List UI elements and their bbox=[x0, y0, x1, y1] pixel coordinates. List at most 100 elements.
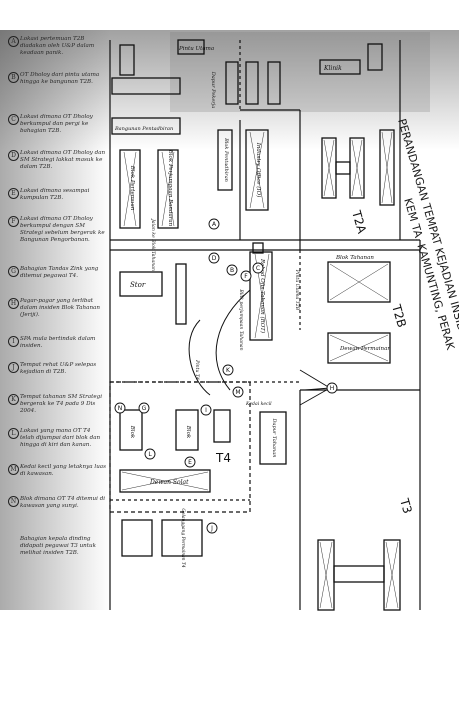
map-marker-l: L bbox=[144, 448, 156, 460]
legend-marker: K bbox=[8, 394, 19, 405]
legend-text: Tempat tahanan SM Strategi bergerak ke T… bbox=[20, 394, 103, 414]
industry-office-building bbox=[245, 129, 269, 211]
label-blok-pentadbiran: Blok Pentadbiran bbox=[223, 137, 229, 182]
legend-marker: H bbox=[8, 298, 19, 309]
legend-marker: I bbox=[8, 336, 19, 347]
building-top-right bbox=[367, 43, 383, 71]
building-top-center-a bbox=[225, 61, 239, 105]
legend-text: SPA mula bertindak dalam insiden. bbox=[20, 336, 96, 349]
legend-marker: D bbox=[8, 150, 19, 161]
legend-marker: G bbox=[8, 266, 19, 277]
map-marker-letter: F bbox=[244, 273, 248, 280]
legend-marker: L bbox=[8, 428, 19, 439]
stor-building bbox=[119, 271, 163, 297]
map-marker-circle bbox=[206, 522, 218, 534]
label-jalan: Jalan ke Blok Tahanan bbox=[150, 218, 156, 271]
blok-perjumpaan bbox=[157, 149, 179, 229]
zone-t3: T3 bbox=[397, 496, 415, 515]
legend-text: Bahagian Tandas Zink yang ditemui pegawa… bbox=[20, 266, 99, 279]
label-stor: Stor bbox=[130, 281, 146, 289]
label-pintu-utama-t2b: Pintu Utama T2B bbox=[294, 269, 300, 311]
legend-text: Kedai kecil yang letaknya luas di kawasa… bbox=[20, 464, 106, 477]
map-marker-circle bbox=[326, 382, 338, 394]
legend-text: Lokasi dimana OT Dholoy berkumpul dengan… bbox=[20, 216, 105, 243]
label-bilik-perjumpaan: Bilik perjumpaan Tahanan bbox=[238, 288, 244, 350]
map-marker-letter: K bbox=[226, 367, 231, 374]
building-top-left-upper bbox=[111, 77, 181, 95]
map-marker-circle bbox=[232, 386, 244, 398]
map-marker-k: K bbox=[222, 364, 234, 376]
blok-pertemuan bbox=[119, 149, 141, 229]
label-pintu-t4: Pintu T4 bbox=[194, 359, 200, 380]
legend-text: Tempat rehat U&P selepas kejadian di T2B… bbox=[20, 362, 97, 375]
label-rekod-ofis: Rekod Ofis Tahanan (ROT) bbox=[259, 258, 266, 333]
label-kedai: Kedai kecil bbox=[245, 401, 272, 407]
t4-blok-left bbox=[119, 409, 143, 451]
legend-text: OT Dholoy dari pintu utama hingga ke ban… bbox=[20, 72, 100, 85]
gelanggang-building bbox=[161, 519, 203, 557]
legend-text: Lokasi yang mana OT T4 telah dijumpai da… bbox=[20, 428, 101, 448]
map-marker-d: D bbox=[208, 252, 220, 264]
map-marker-circle bbox=[226, 264, 238, 276]
label-klinik: Klinik bbox=[323, 65, 342, 72]
legend-text: Blok dimana OT T4 ditemui di kawasan yan… bbox=[20, 496, 106, 509]
rekod-ofis-building bbox=[249, 251, 273, 341]
label-blok-left: Blok bbox=[129, 425, 135, 439]
walkway-path bbox=[215, 289, 251, 391]
t2a-block-c bbox=[379, 129, 395, 206]
label-dapur-pekerja: Dapur Pekerja bbox=[210, 71, 216, 108]
map-marker-circle bbox=[222, 364, 234, 376]
map-marker-i: I bbox=[200, 404, 212, 416]
map-marker-letter: E bbox=[188, 459, 192, 466]
t4-extra-block bbox=[121, 519, 153, 557]
legend-text: Pagar-pagar yang terlibat dalam insiden … bbox=[20, 298, 100, 318]
label-blok-tahanan: Blok Tahanan bbox=[335, 255, 374, 261]
building-stor-side bbox=[175, 263, 187, 325]
map-marker-circle bbox=[208, 218, 220, 230]
building-top-center-c bbox=[267, 61, 281, 105]
t3-block-mid bbox=[333, 565, 385, 583]
legend-text: Lokasi dimana OT Dholoy dan SM Strategi … bbox=[20, 150, 106, 170]
legend-marker: F bbox=[8, 216, 19, 227]
blok-pentadbiran-building bbox=[217, 129, 233, 191]
legend-text: Lokasi dimana OT Dholoy berkumpul dan pe… bbox=[20, 114, 93, 134]
label-bangunan-pentadbiran: Bangunan Pentadbiran bbox=[114, 126, 173, 132]
map-marker-circle bbox=[208, 252, 220, 264]
roof-hatching bbox=[121, 131, 399, 609]
legend-marker: N bbox=[8, 496, 19, 507]
t4-small-block bbox=[213, 409, 231, 443]
dewan-permainan-building bbox=[327, 332, 391, 364]
t4-enclosure bbox=[109, 381, 251, 513]
label-industry-office: Industry Office (IO) bbox=[255, 142, 262, 198]
t4-blok-right bbox=[175, 409, 199, 451]
map-marker-letter: L bbox=[148, 451, 152, 458]
map-marker-letter: I bbox=[205, 407, 207, 414]
label-dapur-tahanan: Dapur Tahanan bbox=[271, 418, 277, 458]
map-marker-b: B bbox=[226, 264, 238, 276]
legend-marker: B bbox=[8, 72, 19, 83]
map-marker-letter: N bbox=[118, 405, 123, 412]
map-marker-f: F bbox=[240, 270, 252, 282]
label-blok-perjumpaan: Blok Perjumpaan Bandaran bbox=[167, 149, 173, 227]
label-gelanggang: Gelanggang Permainan T4 bbox=[180, 508, 185, 567]
map-marker-g: G bbox=[138, 402, 150, 414]
label-blok-pertemuan: Blok Pertemuan bbox=[129, 165, 135, 211]
map-marker-letter: A bbox=[212, 221, 217, 228]
blok-tahanan-building bbox=[327, 261, 391, 303]
building-top-center-b bbox=[245, 61, 259, 105]
map-marker-letter: M bbox=[235, 389, 240, 396]
pintu-utama-gate bbox=[177, 39, 205, 55]
map-marker-e: E bbox=[184, 456, 196, 468]
building-top-left-a bbox=[119, 44, 135, 76]
zone-t4: T4 bbox=[215, 451, 231, 465]
label-pintu-utama: Pintu Utama bbox=[178, 46, 214, 52]
map-marker-n: N bbox=[114, 402, 126, 414]
dewan-solat-building bbox=[119, 469, 211, 493]
map-marker-j: J bbox=[206, 522, 218, 534]
legend-marker: A bbox=[8, 36, 19, 47]
legend-text: Bahagian kepala dinding didapati pegawai… bbox=[20, 536, 97, 556]
legend-marker: M bbox=[8, 464, 19, 475]
